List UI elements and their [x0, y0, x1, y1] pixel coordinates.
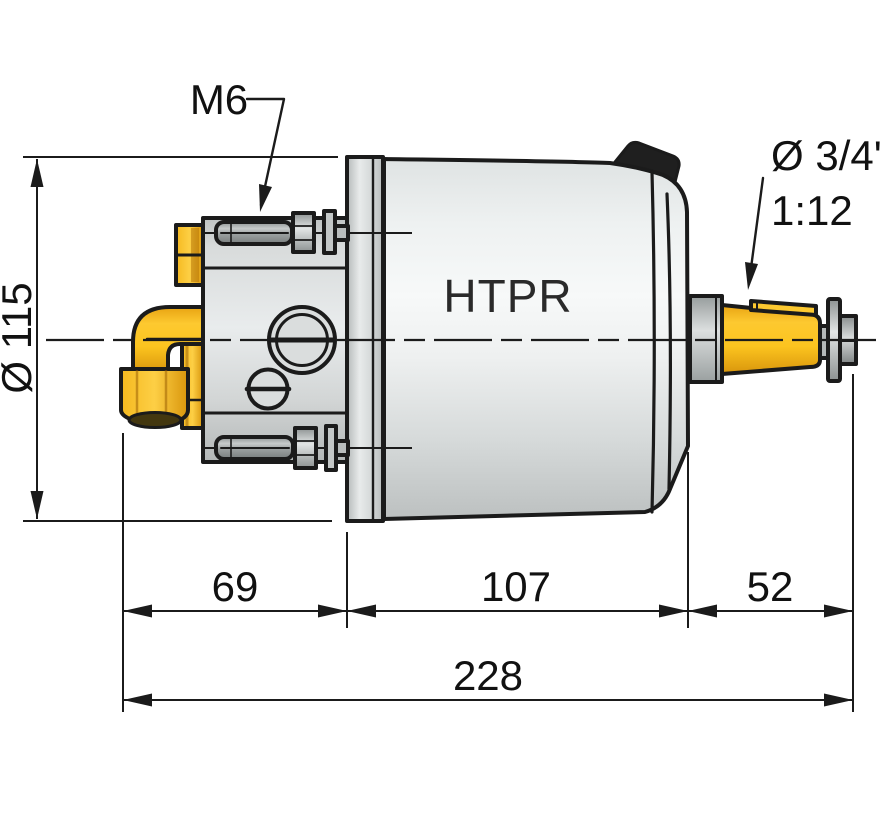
- top-hose-fitting: [174, 223, 205, 287]
- dimension-69: 69: [123, 563, 347, 618]
- taper-ratio-label: 1:12: [771, 187, 853, 234]
- m6-callout: M6: [190, 76, 286, 212]
- drum-seam-line-rear: [650, 170, 656, 514]
- hydraulic-elbow-fitting: [119, 305, 205, 430]
- top-mounting-bolt: [214, 209, 350, 255]
- dim-diameter-label: Ø 115: [0, 282, 40, 393]
- dimension-52: 52: [688, 563, 853, 618]
- dimension-diameter-115: Ø 115: [0, 156, 338, 522]
- small-screw: [244, 367, 292, 411]
- taper-diameter-label: Ø 3/4': [771, 132, 882, 179]
- bottom-mounting-bolt: [214, 424, 350, 472]
- dim-107-label: 107: [481, 563, 551, 610]
- dim-69-label: 69: [212, 563, 259, 610]
- product-label: HTPR: [443, 270, 572, 322]
- dimension-228: 228: [123, 652, 853, 707]
- callouts: M6 Ø 3/4' 1:12: [190, 76, 882, 290]
- shaft-taper-callout: Ø 3/4' 1:12: [745, 132, 882, 290]
- pump-assembly: HTPR: [46, 140, 876, 523]
- dimension-107: 107: [347, 563, 688, 618]
- shaft-key: [749, 299, 818, 317]
- dimensions: Ø 115 69 107 52: [0, 156, 854, 712]
- dim-52-label: 52: [747, 563, 794, 610]
- dim-228-label: 228: [453, 652, 523, 699]
- port-opening: [127, 411, 183, 429]
- m6-label: M6: [190, 76, 248, 123]
